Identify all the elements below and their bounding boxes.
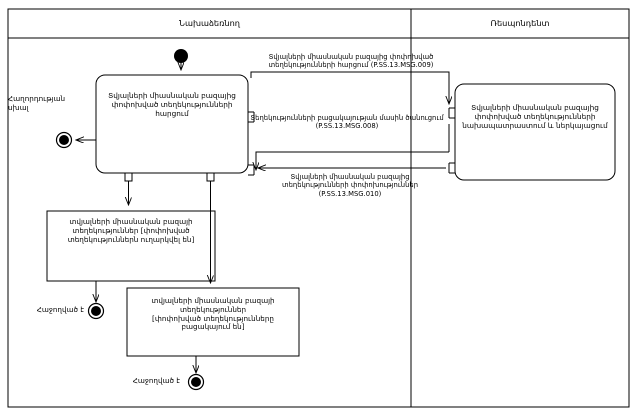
end-label-success-bottom: Հաջողված է (132, 376, 180, 385)
lane-title-responder: Ռեսպոնդենտ (490, 18, 550, 28)
activity-initiator-request-shape (95, 74, 249, 174)
object-sent-label: տվյալների միասնական բազայի տեղեկությունն… (67, 217, 195, 244)
initial-node (174, 49, 188, 63)
message-009-label: Տվյալների միասնական բազայից փոփոխված տեղ… (268, 53, 434, 70)
activity-initiator-request-label: Տվյալների միասնական բազայից փոփոխված տեղ… (108, 91, 236, 118)
final-node-success-left (87, 302, 105, 320)
activity-responder-prepare-shape (454, 83, 616, 181)
message-010-label: Տվյալների միասնական բազայից տեղեկություն… (281, 173, 419, 198)
message-008-label: Տեղեկությունների բացակայության մասին ծան… (250, 114, 444, 131)
end-label-success-left: Հաջողված է (36, 305, 84, 314)
error-flow-label: Հաղորդության սխալ (8, 94, 66, 112)
object-absent-label: տվյալների միասնական բազայի տեղեկությունն… (151, 296, 275, 332)
final-node-success-bottom (187, 373, 205, 391)
lane-title-initiator: Նախաձեռնող (179, 18, 240, 28)
activity-responder-prepare-label: Տվյալների միասնական բազայից փոփոխված տեղ… (462, 103, 608, 130)
final-node-error (55, 131, 73, 149)
